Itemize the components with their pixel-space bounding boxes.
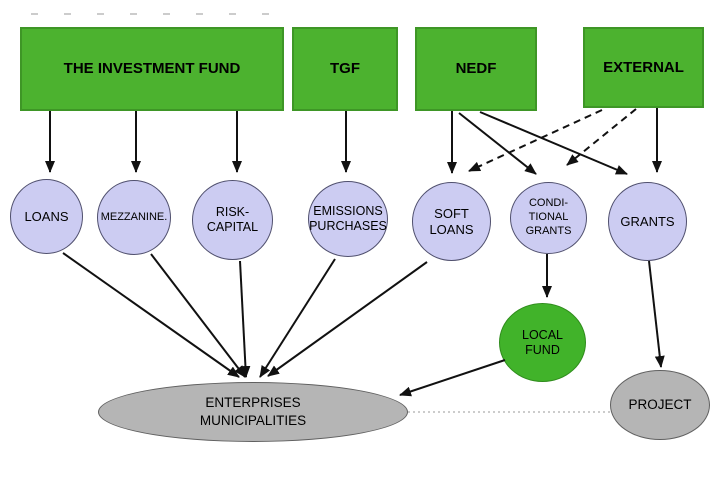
box-the-investment-fund-label: THE INVESTMENT FUND (63, 60, 241, 77)
circle-grants: GRANTS (608, 182, 687, 261)
edge-external-conditional_grants (566, 108, 637, 166)
box-the-investment-fund: THE INVESTMENT FUND (20, 27, 284, 111)
circle-mezzanine-label: MEZZANINE. (100, 210, 168, 223)
edge-mezzanine-enterprises (150, 253, 246, 378)
edge-nedf-conditional_grants (458, 112, 537, 175)
circle-conditional-grants: CONDI- TIONAL GRANTS (510, 182, 587, 254)
box-nedf-label: NEDF (455, 60, 497, 77)
edge-emissions-enterprises (259, 258, 336, 378)
circle-local-fund-label: LOCAL FUND (522, 327, 563, 357)
circle-risk-capital: RISK- CAPITAL (192, 180, 273, 260)
circle-risk-capital-label: RISK- CAPITAL (206, 205, 259, 234)
ellipse-enterprises-municipalities-label: ENTERPRISES MUNICIPALITIES (199, 394, 307, 428)
ellipse-project-label: PROJECT (628, 396, 692, 412)
circle-emissions-purchases-label: EMISSIONS PURCHASES (309, 204, 387, 233)
edge-grants-project (648, 260, 665, 368)
edge-loans-enterprises (62, 252, 240, 378)
circle-emissions-purchases: EMISSIONS PURCHASES (308, 181, 388, 257)
circle-soft-loans-label: SOFT LOANS (429, 205, 474, 237)
box-nedf: NEDF (415, 27, 537, 111)
circle-mezzanine: MEZZANINE. (97, 180, 171, 255)
circle-loans: LOANS (10, 179, 83, 254)
edge-local_fund-enterprises (399, 359, 506, 397)
edge-nedf-grants (479, 111, 628, 175)
box-external-label: EXTERNAL (603, 58, 684, 76)
edge-risk_capital-enterprises (239, 260, 251, 378)
circle-loans-label: LOANS (24, 208, 69, 224)
circle-local-fund: LOCAL FUND (499, 303, 586, 382)
box-tgf: TGF (292, 27, 398, 111)
ellipse-enterprises-municipalities: ENTERPRISES MUNICIPALITIES (98, 382, 408, 442)
circle-grants-label: GRANTS (620, 213, 675, 229)
box-tgf-label: TGF (330, 60, 360, 77)
ellipse-project: PROJECT (610, 370, 710, 440)
edge-soft_loans-enterprises (267, 261, 428, 377)
circle-soft-loans: SOFT LOANS (412, 182, 491, 261)
box-external: EXTERNAL (583, 27, 704, 108)
edge-external-soft_loans (468, 109, 603, 172)
circle-conditional-grants-label: CONDI- TIONAL GRANTS (525, 197, 572, 237)
